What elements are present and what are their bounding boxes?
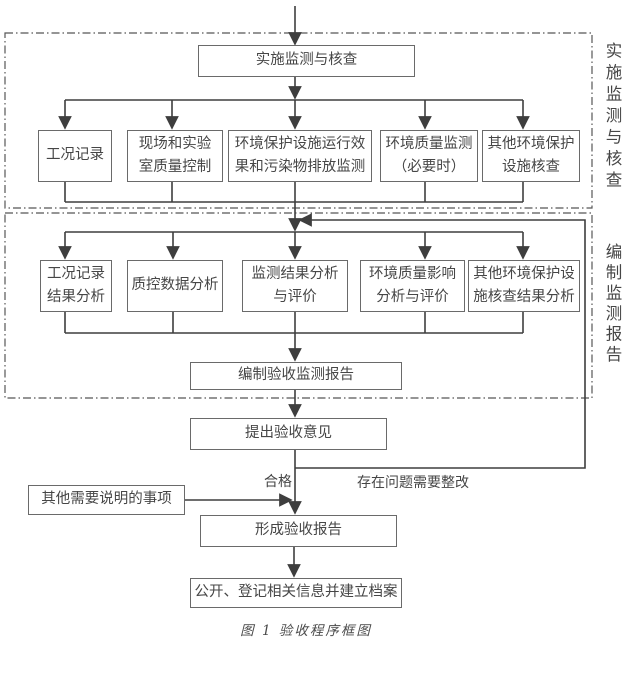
box-facility-operation-pollutant-monitoring: 环境保护设施运行效 果和污染物排放监测: [228, 130, 372, 182]
side-label-section2: 编制监测报告: [603, 243, 621, 366]
box-publish-archive: 公开、登记相关信息并建立档案: [190, 578, 402, 608]
section1-border: [4, 32, 593, 209]
box-condition-record-analysis: 工况记录 结果分析: [40, 260, 112, 312]
box-field-lab-quality-control: 现场和实验 室质量控制: [127, 130, 223, 182]
box-env-quality-impact-evaluation: 环境质量影响 分析与评价: [360, 260, 465, 312]
label-pass: 合格: [264, 473, 292, 489]
side-label-section1: 实施监测与核查: [603, 42, 621, 193]
box-operating-condition-record: 工况记录: [38, 130, 112, 182]
label-needs-rectification: 存在问题需要整改: [357, 474, 469, 490]
box-environmental-quality-monitoring: 环境质量监测 （必要时）: [380, 130, 478, 182]
box-qc-data-analysis: 质控数据分析: [127, 260, 223, 312]
box-compile-monitoring-report: 编制验收监测报告: [190, 362, 402, 390]
section2-border: [4, 212, 593, 399]
feedback-loop-line: [295, 213, 586, 469]
box-other-facility-result-analysis: 其他环境保护设 施核查结果分析: [468, 260, 580, 312]
box-implement-monitoring: 实施监测与核查: [198, 45, 415, 77]
box-form-acceptance-report: 形成验收报告: [200, 515, 397, 547]
box-other-facility-verification: 其他环境保护 设施核查: [482, 130, 580, 182]
box-other-notes: 其他需要说明的事项: [28, 485, 185, 515]
figure-caption: 图 1 验收程序框图: [240, 623, 372, 639]
box-propose-acceptance-opinion: 提出验收意见: [190, 418, 387, 450]
box-monitoring-result-evaluation: 监测结果分析 与评价: [242, 260, 348, 312]
